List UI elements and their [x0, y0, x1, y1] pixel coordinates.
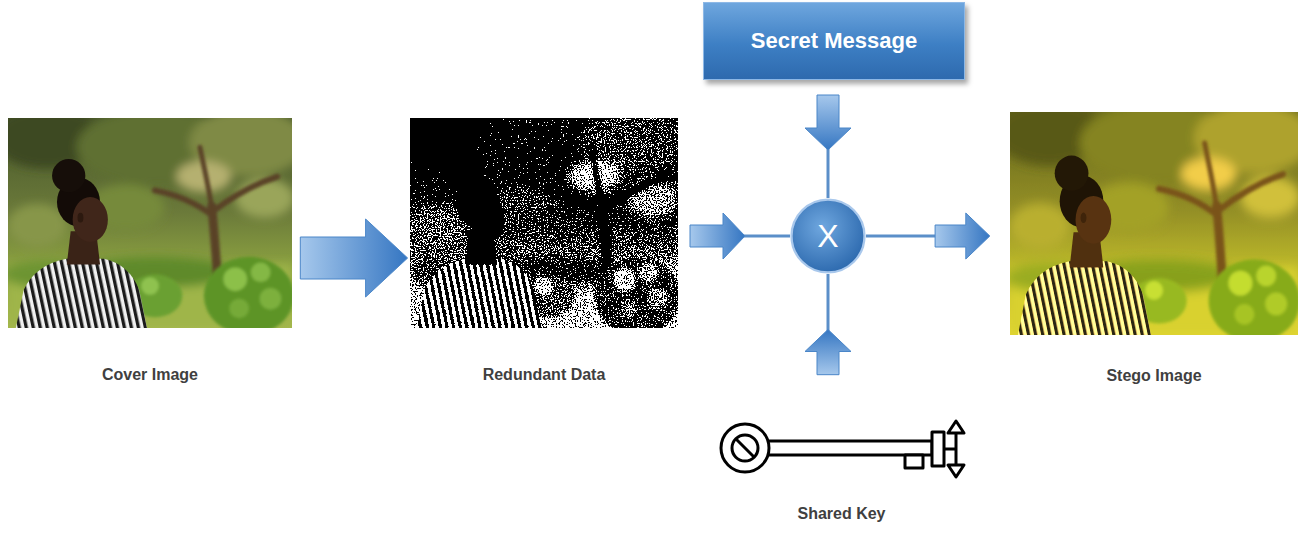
- key-icon: [700, 405, 990, 495]
- combine-circle: X: [790, 198, 866, 274]
- flow-connector: [805, 95, 851, 198]
- cover-image: Cover Image: [8, 118, 292, 328]
- stego-image: Stego Image: [1010, 112, 1298, 335]
- message-box: Secret Message: [703, 2, 965, 80]
- box-label: Secret Message: [751, 28, 917, 54]
- redundant-noise-image: [410, 118, 678, 328]
- flow-connector: [300, 219, 407, 297]
- flow-connector: [805, 274, 851, 375]
- redundant-data-image: Redundant Data: [410, 118, 678, 328]
- cover-photo: [8, 118, 292, 328]
- image-caption: Shared Key: [797, 505, 885, 523]
- image-caption: Cover Image: [102, 366, 198, 384]
- block-arrow: [805, 330, 851, 375]
- stego-photo: [1010, 112, 1298, 335]
- block-arrow: [690, 213, 745, 259]
- block-arrow: [805, 95, 851, 150]
- image-caption: Stego Image: [1106, 367, 1201, 385]
- circle-shape: [792, 200, 865, 273]
- image-caption: Redundant Data: [483, 366, 606, 384]
- shared-key: Shared Key: [718, 420, 965, 478]
- block-arrow: [300, 219, 407, 297]
- operator-symbol: X: [817, 218, 838, 255]
- block-arrow: [935, 213, 990, 259]
- flow-connector: [866, 213, 990, 259]
- flow-connector: [690, 213, 790, 259]
